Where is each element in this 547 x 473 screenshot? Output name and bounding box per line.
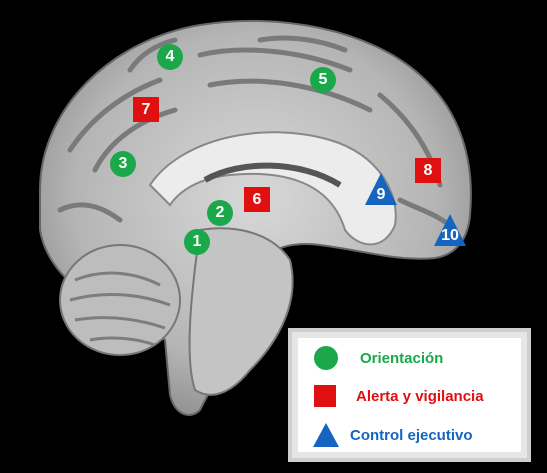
marker-6-label: 6 [252, 190, 262, 208]
legend-item-alert: Alerta y vigilancia [314, 385, 484, 407]
legend-label-orientation: Orientación [360, 349, 444, 367]
marker-2-label: 2 [215, 204, 225, 221]
marker-8-alert: 8 [415, 158, 441, 183]
marker-4-orientation: 4 [157, 44, 183, 70]
marker-5-label: 5 [318, 71, 328, 88]
marker-4-label: 4 [165, 48, 175, 65]
marker-1-orientation: 1 [184, 229, 210, 255]
marker-10-executive: 10 [433, 213, 467, 247]
marker-6-alert: 6 [244, 187, 270, 212]
legend-item-orientation: Orientación [314, 346, 443, 370]
legend-panel: Orientación Alerta y vigilancia Control … [298, 338, 521, 452]
marker-8-label: 8 [423, 161, 433, 179]
marker-9-executive: 9 [364, 172, 398, 206]
marker-7-alert: 7 [133, 97, 159, 122]
marker-10-label: 10 [441, 227, 459, 244]
green-circle-icon [314, 346, 338, 370]
legend-label-alert: Alerta y vigilancia [356, 387, 484, 405]
marker-2-orientation: 2 [207, 200, 233, 226]
red-square-icon [314, 385, 336, 407]
legend: Orientación Alerta y vigilancia Control … [288, 328, 531, 462]
marker-5-orientation: 5 [310, 67, 336, 93]
marker-9-label: 9 [376, 186, 386, 203]
marker-3-orientation: 3 [110, 151, 136, 177]
marker-3-label: 3 [118, 155, 128, 172]
marker-1-label: 1 [192, 233, 202, 250]
blue-triangle-icon [313, 423, 339, 447]
marker-7-label: 7 [141, 100, 151, 118]
legend-item-executive: Control ejecutivo [312, 422, 473, 448]
legend-label-executive: Control ejecutivo [350, 426, 473, 444]
